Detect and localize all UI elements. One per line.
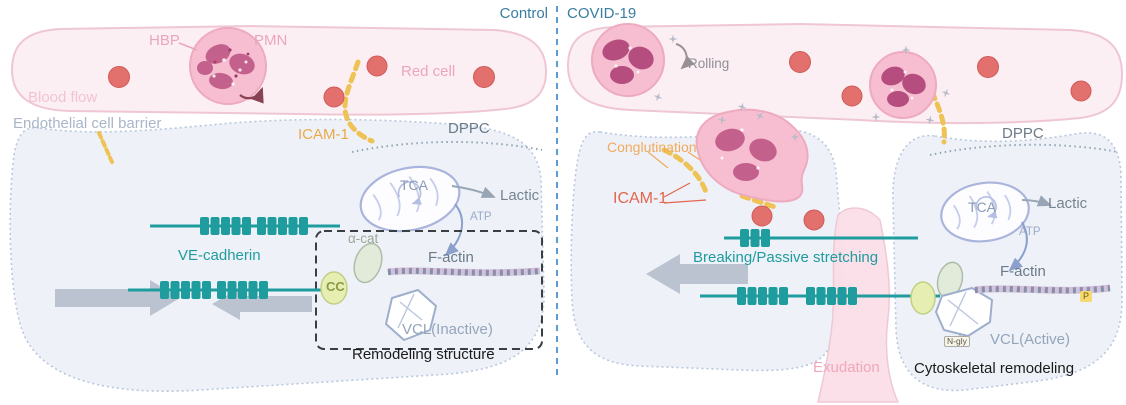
tca-cycle-arrow-right — [975, 196, 998, 219]
f-actin-filament-left — [387, 267, 541, 277]
vcl-inactive-shape — [385, 289, 437, 341]
f-actin-filament-right — [974, 284, 1111, 294]
exudation-label: Exudation — [813, 359, 880, 376]
blood-flow-label: Blood flow — [28, 89, 98, 106]
vcl-inactive-label: VCL(Inactive) — [402, 321, 493, 338]
cc-complex-left — [320, 271, 348, 305]
alpha-catenin-shape-left — [353, 242, 383, 284]
breaking-stretching-label: Breaking/Passive stretching — [693, 249, 879, 266]
alpha-cat-label: α-cat — [348, 231, 379, 246]
cc-label: CC — [326, 279, 345, 294]
pmn-cell-rolling — [591, 23, 695, 97]
conglutination-label: Conglutination — [607, 139, 697, 155]
pmn-rotation-arrow — [239, 86, 264, 104]
lactic-arrow-right — [1021, 195, 1052, 207]
cc-complex-right — [910, 281, 936, 315]
tca-label-left: TCA — [400, 177, 428, 193]
icam1-label-right: ICAM-1 — [613, 190, 668, 207]
rolling-label: Rolling — [688, 56, 730, 71]
endothelial-barrier-label: Endothelial cell barrier — [13, 115, 162, 132]
ve-cadherin-label: VE-cadherin — [178, 247, 261, 264]
remodeling-structure-label: Remodeling structure — [352, 346, 495, 363]
icam1-bonds-left — [97, 59, 375, 164]
pmn-label: PMN — [254, 32, 288, 49]
pmn-cell-conglutinated — [695, 108, 809, 203]
atp-label-right: ATP — [1019, 226, 1041, 238]
mitochondrion-left — [359, 165, 461, 233]
panel-title-covid19: COVID-19 — [567, 5, 637, 22]
icam1-leader-lines-right — [663, 182, 707, 204]
icam1-label-left: ICAM-1 — [298, 126, 349, 143]
f-actin-label-left: F-actin — [428, 249, 474, 266]
red-cells-left — [108, 55, 495, 108]
ve-cadherin-right — [700, 229, 940, 305]
dppc-membrane-right — [929, 143, 1119, 156]
remodeling-structure-box — [315, 230, 543, 350]
pmn-cell-left — [189, 27, 267, 105]
lactic-arrow-left — [451, 185, 496, 198]
ve-cadherin-left — [128, 217, 340, 299]
hbp-label: HBP — [149, 32, 180, 49]
phospho-tag: P — [1080, 291, 1093, 302]
right-blood-vessel — [566, 22, 1124, 125]
red-cell-label: Red cell — [401, 63, 456, 80]
red-cells-right — [751, 51, 1092, 231]
right-endothelial-cell-right — [892, 132, 1123, 392]
lactic-label-right: Lactic — [1048, 195, 1088, 212]
atp-label-left: ATP — [470, 211, 492, 223]
vcl-active-label: VCL(Active) — [990, 331, 1071, 348]
cytoskeletal-remodeling-label: Cytoskeletal remodeling — [914, 360, 1075, 377]
left-blood-vessel — [10, 24, 548, 116]
hbp-pointer-line — [178, 42, 198, 51]
atp-arrow-right — [1008, 221, 1028, 272]
atp-arrow-left — [444, 203, 464, 257]
rolling-arrow — [675, 43, 695, 70]
f-actin-label-right: F-actin — [1000, 263, 1046, 280]
tca-cycle-arrow-left — [397, 181, 422, 205]
dppc-label-left: DPPC — [448, 120, 490, 137]
tca-label-right: TCA — [968, 199, 996, 215]
stretching-arrow-right — [646, 254, 748, 294]
panel-title-control: Control — [499, 5, 548, 22]
n-gly-tag: N-gly — [944, 336, 970, 347]
mitochondrion-right — [940, 181, 1030, 243]
dppc-label-right: DPPC — [1002, 125, 1044, 142]
lactic-label-left: Lactic — [500, 187, 540, 204]
pmn-cell-right-top — [869, 51, 937, 119]
